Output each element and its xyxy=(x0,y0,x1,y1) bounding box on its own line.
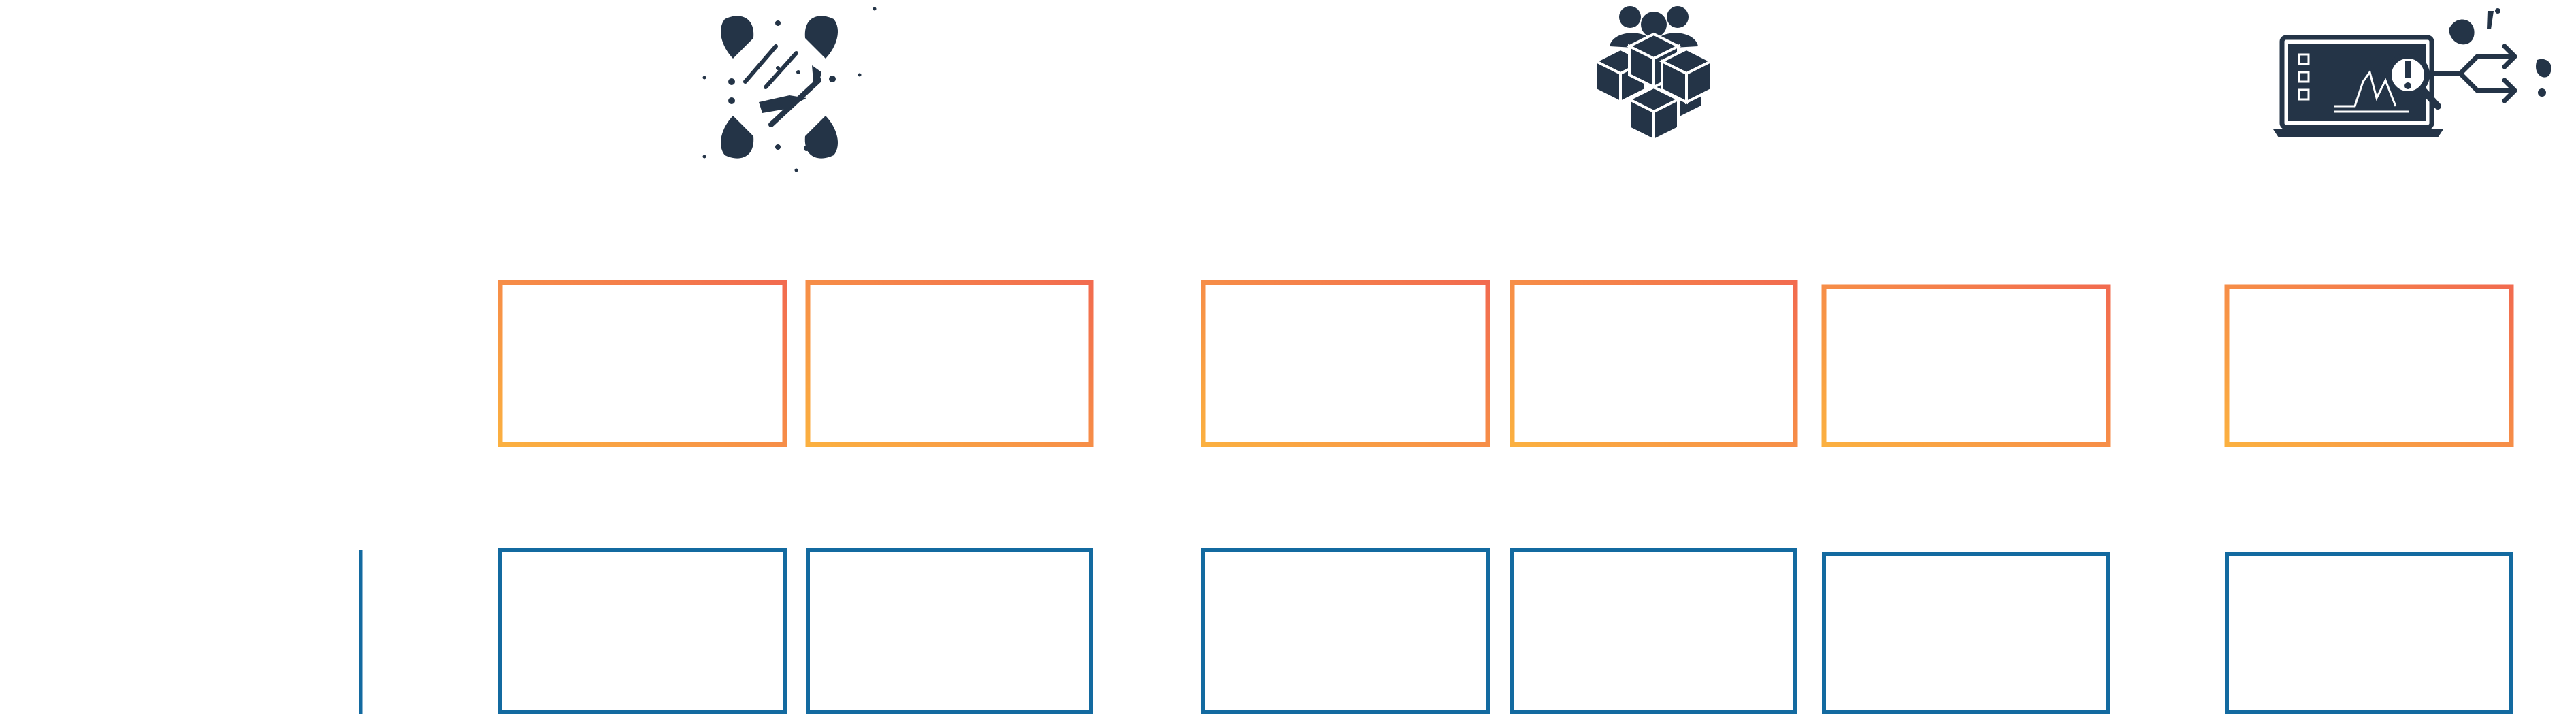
blue-box-1 xyxy=(498,548,787,714)
orange-box-6 xyxy=(2224,284,2514,447)
orange-box-4 xyxy=(1510,280,1798,447)
blue-box-6 xyxy=(2225,552,2513,714)
blue-box-3 xyxy=(1201,548,1490,714)
blue-row xyxy=(498,548,2513,714)
blue-box-4 xyxy=(1510,548,1797,714)
atom-network-icon xyxy=(702,7,877,172)
orange-box-3 xyxy=(1201,280,1490,447)
blue-box-5 xyxy=(1822,552,2110,714)
orange-box-1 xyxy=(498,280,787,447)
orange-box-2 xyxy=(805,280,1094,447)
laptop-analytics-branch-icon xyxy=(2273,8,2551,137)
orange-row xyxy=(498,280,2514,447)
orange-box-5 xyxy=(1821,284,2111,447)
blue-box-2 xyxy=(806,548,1093,714)
people-building-blocks-icon xyxy=(1595,6,1712,142)
